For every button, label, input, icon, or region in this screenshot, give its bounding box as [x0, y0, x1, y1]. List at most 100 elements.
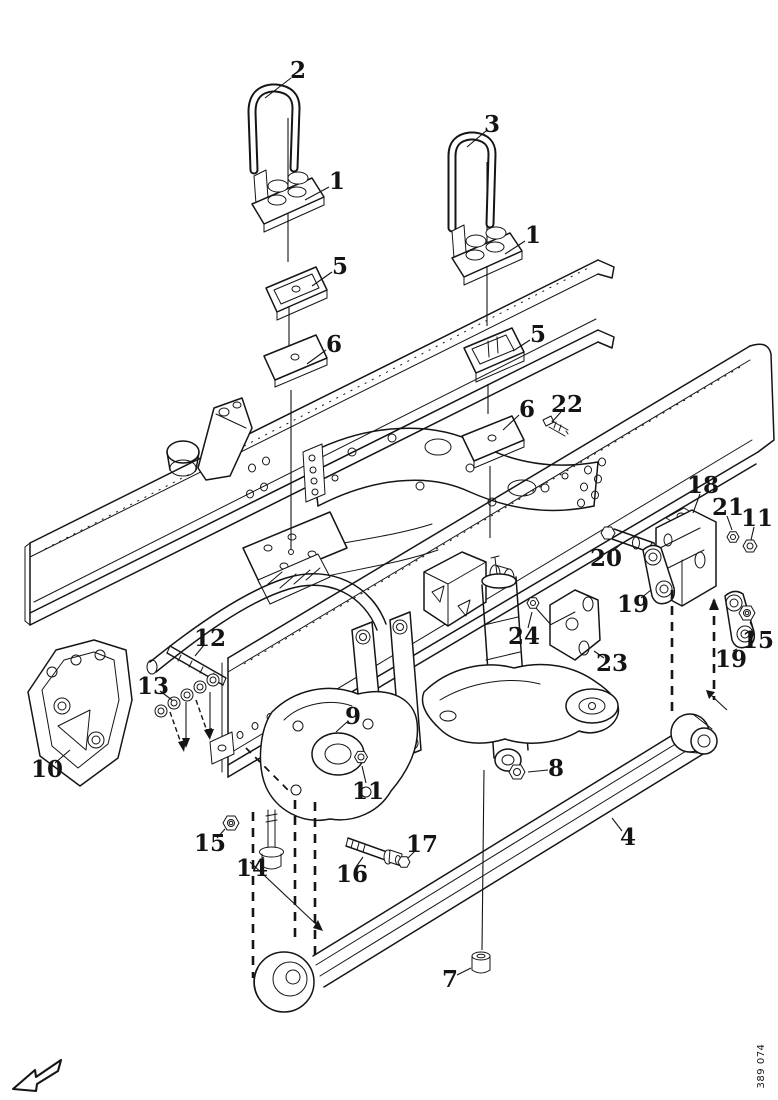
- bolt-22: [542, 415, 569, 437]
- nut-7: [471, 951, 491, 974]
- callout-leader-5-4: [311, 271, 333, 287]
- frame-rail-front: [209, 343, 775, 778]
- callout-6-7: 6: [519, 396, 535, 423]
- callout-18-9: 18: [687, 472, 719, 499]
- callout-15-14: 15: [742, 627, 774, 654]
- callout-leader-18-9: [692, 493, 701, 514]
- callout-12-18: 12: [194, 625, 226, 652]
- washers-13: [154, 673, 220, 718]
- callout-14-25: 14: [236, 855, 268, 882]
- u-bolt-2: [247, 83, 301, 175]
- spring-front-eye: [253, 951, 315, 1013]
- callout-leader-11-11: [750, 526, 755, 541]
- engine-mount-bracket: [166, 397, 253, 481]
- clamp-block-right: [463, 327, 525, 383]
- nut-15-right: [738, 605, 756, 621]
- callout-21-10: 21: [712, 494, 744, 521]
- callout-leader-6-7: [502, 414, 520, 431]
- callout-24-17: 24: [508, 623, 540, 650]
- callout-leader-15-14: [749, 621, 755, 632]
- callout-leader-5-6: [512, 339, 531, 352]
- callout-15-24: 15: [194, 830, 226, 857]
- spring-clamp-bracket-left: [251, 169, 325, 233]
- callout-leader-3-1: [466, 130, 487, 148]
- part-code: 389 074: [756, 1044, 767, 1089]
- stabilizer-bar: [146, 573, 387, 675]
- nut-11-center: [354, 750, 368, 764]
- callout-leader-19-13: [640, 589, 652, 599]
- bolt-20: [600, 526, 657, 554]
- callout-leader-15-24: [216, 828, 226, 839]
- callout-leader-23-16: [593, 650, 605, 659]
- callout-1-3: 1: [525, 222, 541, 249]
- nut-21: [726, 531, 740, 543]
- crossmember: [242, 427, 599, 605]
- callout-20-12: 20: [590, 545, 622, 572]
- nut-8: [508, 764, 526, 780]
- callout-leader-1-3: [504, 240, 526, 255]
- spring-clamp-bracket-right: [451, 224, 523, 286]
- callout-11-22: 11: [352, 778, 384, 805]
- callout-leader-14-25: [257, 856, 265, 863]
- u-bolt-3: [447, 131, 497, 233]
- spring-hanger-bracket-9: [259, 687, 419, 821]
- nut-24: [526, 597, 540, 609]
- callout-2-0: 2: [290, 57, 306, 84]
- callout-leader-16-26: [355, 856, 364, 868]
- bracket-10: [27, 639, 133, 787]
- callout-leader-2-0: [264, 77, 292, 99]
- callout-leader-4-28: [611, 817, 623, 832]
- callout-13-19: 13: [137, 673, 169, 700]
- callout-3-1: 3: [484, 111, 500, 138]
- callout-5-6: 5: [530, 321, 546, 348]
- callout-leader-17-27: [407, 849, 417, 859]
- callout-8-23: 8: [548, 755, 564, 782]
- callout-5-4: 5: [332, 253, 348, 280]
- callout-leader-19-15: [732, 648, 738, 652]
- callout-leader-13-19: [159, 690, 173, 701]
- spring-seat-plate: [242, 511, 348, 585]
- callout-11-11: 11: [741, 505, 773, 532]
- callout-7-29: 7: [442, 966, 458, 993]
- callout-leader-9-21: [335, 721, 348, 733]
- callout-17-27: 17: [406, 831, 438, 858]
- clamp-plate-left: [265, 266, 328, 321]
- direction-arrow-icon: [11, 1058, 63, 1093]
- shackle-link-19-lower: [724, 590, 756, 649]
- mounting-pad-right: [461, 415, 525, 469]
- callout-leader-1-2: [304, 186, 330, 201]
- callout-leader-22-8: [551, 411, 562, 423]
- axle-arm: [421, 663, 620, 744]
- nut-15-left: [222, 815, 240, 831]
- callout-10-20: 10: [31, 756, 63, 783]
- callout-leader-12-18: [194, 644, 205, 657]
- callout-9-21: 9: [345, 703, 361, 730]
- callout-leader-20-12: [612, 542, 623, 552]
- callout-16-26: 16: [336, 861, 368, 888]
- projection-dashed-lines: [169, 590, 728, 978]
- callout-leader-7-29: [456, 967, 472, 976]
- callout-19-15: 19: [715, 646, 747, 673]
- shackle-link-19-upper: [642, 544, 676, 605]
- callout-19-13: 19: [617, 591, 649, 618]
- callout-leader-11-22: [361, 765, 367, 784]
- bolt-14: [259, 809, 284, 870]
- callout-leader-8-23: [527, 769, 549, 773]
- spring-rear-bushing: [670, 713, 718, 755]
- leaf-spring-4: [253, 713, 718, 1013]
- callout-23-16: 23: [596, 650, 628, 677]
- callout-leader-6-5: [306, 349, 327, 365]
- nut-17: [395, 855, 411, 868]
- bracket-23: [549, 589, 601, 661]
- callout-22-8: 22: [551, 391, 583, 418]
- callout-4-28: 4: [620, 824, 636, 851]
- callout-leader-24-17: [527, 611, 533, 629]
- callout-leader-10-20: [54, 749, 71, 764]
- mounting-pad-left: [263, 334, 328, 388]
- nut-11-right: [742, 539, 758, 553]
- callout-1-2: 1: [329, 168, 345, 195]
- callout-leader-21-10: [726, 515, 733, 531]
